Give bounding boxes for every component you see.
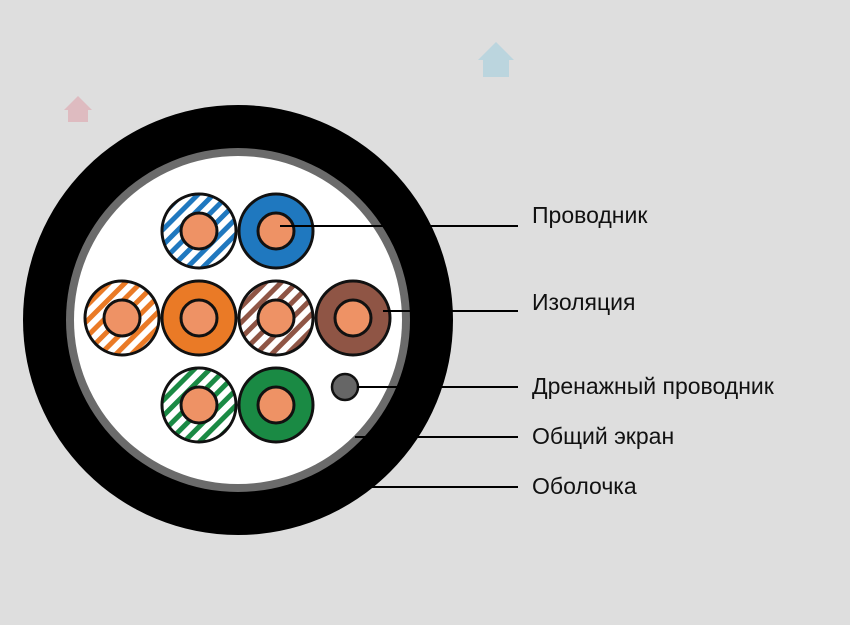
wire-conductor bbox=[102, 298, 142, 338]
wire-conductor bbox=[256, 211, 296, 251]
wire-orange-white bbox=[83, 279, 161, 357]
drain-wire bbox=[330, 372, 360, 402]
wire-conductor bbox=[256, 298, 296, 338]
wire-conductor bbox=[333, 298, 373, 338]
leader-lines bbox=[280, 225, 518, 488]
label-conductor: Проводник bbox=[532, 202, 648, 228]
label-drain-wire: Дренажный проводник bbox=[532, 373, 774, 399]
wire-brown bbox=[314, 279, 392, 357]
wire-orange bbox=[160, 279, 238, 357]
wire-conductor bbox=[179, 211, 219, 251]
wire-green bbox=[237, 366, 315, 444]
wire-conductor bbox=[256, 385, 296, 425]
label-sheath: Оболочка bbox=[532, 473, 637, 499]
watermark-house-icon bbox=[64, 96, 92, 122]
watermark-house-icon bbox=[478, 42, 514, 77]
wire-brown-white bbox=[237, 279, 315, 357]
wire-blue-white bbox=[160, 192, 238, 270]
wire-green-white bbox=[160, 366, 238, 444]
wire-conductor bbox=[179, 385, 219, 425]
label-insulation: Изоляция bbox=[532, 289, 636, 315]
wire-conductor bbox=[179, 298, 219, 338]
wire-blue bbox=[237, 192, 315, 270]
label-shield: Общий экран bbox=[532, 423, 675, 449]
